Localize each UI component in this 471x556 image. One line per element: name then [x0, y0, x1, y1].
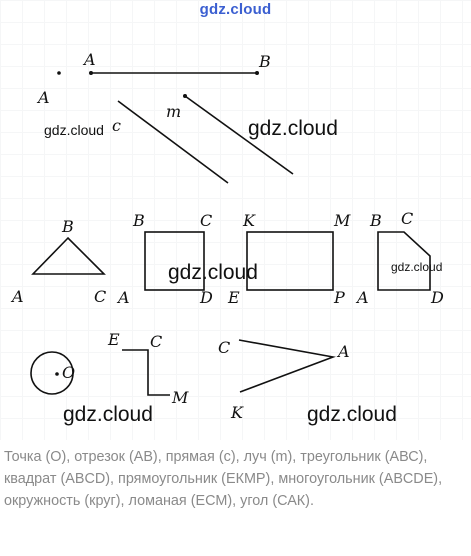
segment-endpoint-b	[255, 71, 259, 75]
rectangle-label-bl: E	[227, 288, 240, 307]
polyline-label-end: M	[171, 388, 189, 407]
segment-figure: A B	[82, 50, 271, 75]
square-label-br: D	[199, 288, 213, 307]
polyline-label-start: E	[107, 330, 120, 349]
circle-shape	[30, 351, 74, 395]
rectangle-shape	[246, 231, 334, 291]
polyline-figure: E C M	[107, 330, 189, 407]
segment-label-start: A	[82, 50, 96, 69]
triangle-label-right: C	[94, 287, 106, 306]
watermark-5: gdz.cloud	[63, 403, 153, 426]
point-figure: A	[36, 71, 61, 107]
watermark-2: gdz.cloud	[248, 117, 338, 140]
answer-caption: Точка (О), отрезок (АВ), прямая (с), луч…	[4, 449, 443, 510]
site-title[interactable]: gdz.cloud	[199, 1, 272, 18]
geometry-figures: A A B c m B A C B C A D K M E P	[10, 50, 444, 426]
angle-label-vertex: A	[336, 342, 350, 361]
circle-label: O	[62, 363, 75, 382]
square-shape	[144, 231, 205, 291]
watermark-3: gdz.cloud	[168, 261, 258, 284]
watermark-4: gdz.cloud	[391, 260, 442, 274]
triangle-label-top: B	[61, 217, 74, 236]
ray-m	[184, 95, 294, 175]
rectangle-label-br: P	[333, 288, 345, 307]
rectangle-figure: K M E P	[227, 211, 351, 307]
point-label: A	[36, 88, 50, 107]
square-label-bl: A	[116, 288, 130, 307]
angle-shape	[238, 339, 336, 393]
triangle-figure: B A C	[10, 217, 106, 306]
line-figure: c	[112, 100, 229, 184]
angle-label-lower: K	[230, 403, 244, 422]
triangle-label-left: A	[10, 287, 24, 306]
ray-label: m	[166, 102, 181, 121]
line-label: c	[112, 116, 121, 135]
polygon-figure: B C A D	[355, 209, 444, 307]
polygon-label-bl: A	[355, 288, 369, 307]
polyline-shape	[122, 349, 170, 396]
watermark-1: gdz.cloud	[44, 122, 104, 138]
ray-figure: m	[166, 94, 294, 175]
triangle-shape	[31, 236, 106, 275]
segment-label-end: B	[258, 52, 271, 71]
square-figure: B C A D	[116, 211, 213, 307]
rectangle-label-tl: K	[242, 211, 256, 230]
angle-label-upper: C	[218, 338, 230, 357]
square-label-tr: C	[200, 211, 212, 230]
polygon-label-br: D	[430, 288, 444, 307]
polygon-label-tr: C	[401, 209, 413, 228]
ray-origin	[183, 94, 187, 98]
polyline-label-corner: C	[150, 332, 162, 351]
segment-endpoint-a	[89, 71, 93, 75]
point-dot	[57, 71, 61, 75]
line-c	[117, 100, 229, 184]
angle-figure: C A K	[218, 338, 350, 422]
circle-center	[55, 372, 59, 376]
circle-figure: O	[30, 351, 75, 395]
square-label-tl: B	[132, 211, 145, 230]
polygon-label-tl: B	[369, 211, 382, 230]
watermark-6: gdz.cloud	[307, 403, 397, 426]
rectangle-label-tr: M	[333, 211, 351, 230]
polygon-shape	[377, 231, 431, 291]
